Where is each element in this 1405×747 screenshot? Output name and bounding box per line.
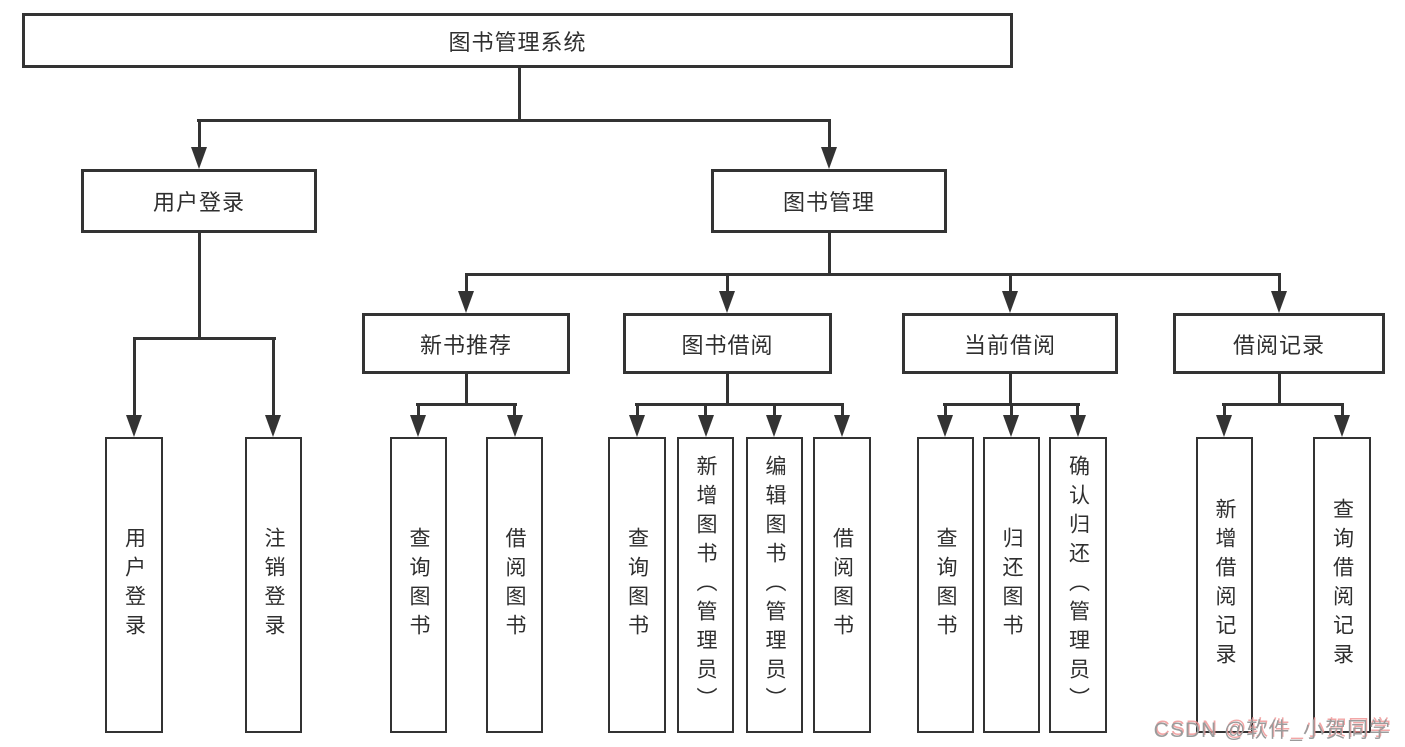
- node-leaf-add-borrow-record: 新增借阅记录: [1196, 437, 1253, 733]
- node-leaf-borrow-books-1: 借阅图书: [486, 437, 543, 733]
- node-leaf-query-borrow-record: 查询借阅记录: [1313, 437, 1371, 733]
- node-leaf-query-books-2: 查询图书: [608, 437, 666, 733]
- node-label: 用户登录: [152, 190, 245, 215]
- connector-book-mgmt-stem: [828, 233, 831, 276]
- connector-leaf-drop: [841, 403, 844, 417]
- node-label: 图书借阅: [681, 332, 774, 358]
- node-label: 查询图书: [407, 527, 431, 643]
- arrow-down-icon: [834, 415, 850, 437]
- arrow-down-icon: [1216, 415, 1232, 437]
- node-label: 查询借阅记录: [1330, 498, 1354, 672]
- node-label: 编辑图书（管理员）: [763, 454, 787, 716]
- connector-user-login-drop: [198, 119, 201, 149]
- node-leaf-borrow-books-2: 借阅图书: [813, 437, 871, 733]
- connector-leaf-drop: [133, 337, 136, 417]
- node-label: 查询图书: [625, 527, 649, 643]
- connector-leaf-drop: [773, 403, 776, 417]
- arrow-down-icon: [698, 415, 714, 437]
- node-label: 新增借阅记录: [1213, 498, 1237, 672]
- node-leaf-confirm-return-admin: 确认归还（管理员）: [1049, 437, 1107, 733]
- connector-leaf-drop: [636, 403, 639, 417]
- node-label: 新书推荐: [419, 332, 512, 358]
- arrow-down-icon: [766, 415, 782, 437]
- connector-leaf-drop: [1223, 403, 1226, 417]
- connector-new-book-drop: [465, 273, 468, 293]
- node-label: 确认归还（管理员）: [1066, 454, 1090, 716]
- arrow-down-icon: [458, 291, 474, 313]
- connector-current-borrow-stem: [1009, 374, 1012, 406]
- arrow-down-icon: [1334, 415, 1350, 437]
- arrow-down-icon: [1271, 291, 1287, 313]
- connector-leaf-drop: [513, 403, 516, 417]
- arrow-down-icon: [1003, 415, 1019, 437]
- node-label: 新增图书（管理员）: [694, 454, 718, 716]
- node-label: 查询图书: [934, 527, 958, 643]
- arrow-down-icon: [507, 415, 523, 437]
- connector-level2-bus: [465, 273, 1281, 276]
- connector-book-borrow-stem: [726, 374, 729, 406]
- connector-new-book-bus: [416, 403, 517, 406]
- arrow-down-icon: [126, 415, 142, 437]
- connector-user-login-bus: [133, 337, 276, 340]
- node-leaf-query-books-1: 查询图书: [390, 437, 447, 733]
- connector-current-borrow-drop: [1009, 273, 1012, 293]
- node-label: 注销登录: [262, 527, 286, 643]
- connector-new-book-stem: [465, 374, 468, 406]
- node-current-borrowing: 当前借阅: [902, 313, 1118, 374]
- arrow-down-icon: [410, 415, 426, 437]
- connector-level1-bus: [197, 119, 831, 122]
- connector-leaf-drop: [944, 403, 947, 417]
- node-borrowing-records: 借阅记录: [1173, 313, 1385, 374]
- node-label: 借阅图书: [503, 527, 527, 643]
- connector-leaf-drop: [272, 337, 275, 417]
- node-leaf-edit-books-admin: 编辑图书（管理员）: [746, 437, 803, 733]
- connector-leaf-drop: [1076, 403, 1079, 417]
- arrow-down-icon: [629, 415, 645, 437]
- node-leaf-query-books-3: 查询图书: [917, 437, 974, 733]
- arrow-down-icon: [821, 147, 837, 169]
- connector-borrow-records-bus: [1222, 403, 1344, 406]
- csdn-watermark: CSDN @软件_小贺同学: [1153, 719, 1391, 742]
- arrow-down-icon: [937, 415, 953, 437]
- connector-book-mgmt-drop: [828, 119, 831, 149]
- node-new-book-recommend: 新书推荐: [362, 313, 570, 374]
- node-leaf-return-books: 归还图书: [983, 437, 1040, 733]
- connector-leaf-drop: [417, 403, 420, 417]
- arrow-down-icon: [265, 415, 281, 437]
- connector-leaf-drop: [704, 403, 707, 417]
- node-label: 借阅图书: [830, 527, 854, 643]
- connector-leaf-drop: [1341, 403, 1344, 417]
- connector-borrow-records-drop: [1278, 273, 1281, 293]
- node-label: 当前借阅: [963, 332, 1056, 358]
- node-book-management: 图书管理: [711, 169, 947, 233]
- node-leaf-add-books-admin: 新增图书（管理员）: [677, 437, 734, 733]
- connector-book-borrow-drop: [726, 273, 729, 293]
- arrow-down-icon: [191, 147, 207, 169]
- node-leaf-logout: 注销登录: [245, 437, 302, 733]
- arrow-down-icon: [719, 291, 735, 313]
- node-label: 图书管理系统: [448, 29, 587, 55]
- connector-root-stem: [518, 68, 521, 122]
- arrow-down-icon: [1070, 415, 1086, 437]
- connector-borrow-records-stem: [1278, 374, 1281, 406]
- connector-user-login-stem: [198, 233, 201, 340]
- connector-leaf-drop: [1010, 403, 1013, 417]
- node-user-login: 用户登录: [81, 169, 317, 233]
- connector-book-borrow-bus: [635, 403, 844, 406]
- node-leaf-user-login: 用户登录: [105, 437, 163, 733]
- arrow-down-icon: [1002, 291, 1018, 313]
- node-system-root: 图书管理系统: [22, 13, 1013, 68]
- node-book-borrowing: 图书借阅: [623, 313, 832, 374]
- node-label: 图书管理: [782, 190, 875, 215]
- node-label: 借阅记录: [1232, 332, 1325, 358]
- node-label: 用户登录: [122, 527, 146, 643]
- node-label: 归还图书: [1000, 527, 1024, 643]
